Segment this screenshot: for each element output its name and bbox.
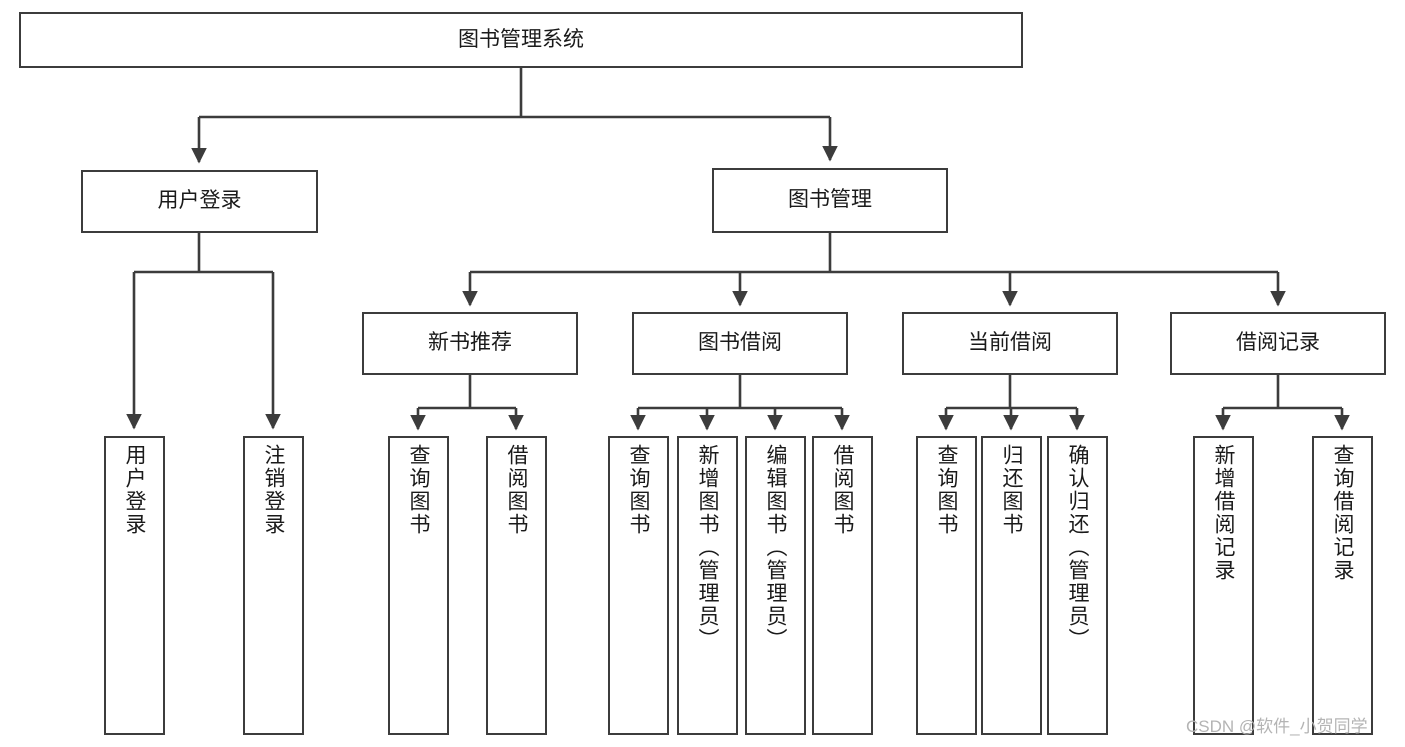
node-label: 用户登录: [123, 444, 146, 536]
leaf-query-book-borrow[interactable]: 查询图书: [608, 436, 669, 735]
leaf-confirm-return-admin[interactable]: 确认归还（管理员）: [1047, 436, 1108, 735]
node-root-system[interactable]: 图书管理系统: [19, 12, 1023, 68]
node-label: 图书管理系统: [458, 27, 584, 51]
leaf-logout[interactable]: 注销登录: [243, 436, 304, 735]
node-new-book-recommend[interactable]: 新书推荐: [362, 312, 578, 375]
node-label: 查询图书: [627, 444, 650, 536]
leaf-add-borrow-record[interactable]: 新增借阅记录: [1193, 436, 1254, 735]
node-label: 新增借阅记录: [1212, 444, 1235, 582]
node-label: 新书推荐: [428, 331, 512, 355]
node-label: 图书借阅: [698, 331, 782, 355]
leaf-query-book-new[interactable]: 查询图书: [388, 436, 449, 735]
node-label: 借阅记录: [1236, 331, 1320, 355]
node-label: 新增图书（管理员）: [696, 444, 719, 651]
leaf-query-book-current[interactable]: 查询图书: [916, 436, 977, 735]
node-label: 编辑图书（管理员）: [764, 444, 787, 651]
node-label: 图书管理: [788, 188, 872, 212]
node-book-manage[interactable]: 图书管理: [712, 168, 948, 233]
node-label: 借阅图书: [505, 444, 528, 536]
node-label: 注销登录: [262, 444, 285, 536]
node-user-login[interactable]: 用户登录: [81, 170, 318, 233]
leaf-user-login[interactable]: 用户登录: [104, 436, 165, 735]
csdn-watermark: CSDN @软件_小贺同学: [1186, 717, 1368, 736]
leaf-add-book-admin[interactable]: 新增图书（管理员）: [677, 436, 738, 735]
node-label: 借阅图书: [831, 444, 854, 536]
node-label: 查询借阅记录: [1331, 444, 1354, 582]
node-label: 查询图书: [935, 444, 958, 536]
node-label: 当前借阅: [968, 331, 1052, 355]
node-borrow-record[interactable]: 借阅记录: [1170, 312, 1386, 375]
node-label: 用户登录: [157, 189, 242, 213]
node-label: 归还图书: [1000, 444, 1023, 536]
leaf-return-book[interactable]: 归还图书: [981, 436, 1042, 735]
node-current-borrow[interactable]: 当前借阅: [902, 312, 1118, 375]
leaf-borrow-book[interactable]: 借阅图书: [812, 436, 873, 735]
node-label: 查询图书: [407, 444, 430, 536]
leaf-edit-book-admin[interactable]: 编辑图书（管理员）: [745, 436, 806, 735]
node-book-borrow[interactable]: 图书借阅: [632, 312, 848, 375]
leaf-borrow-book-new[interactable]: 借阅图书: [486, 436, 547, 735]
leaf-query-borrow-record[interactable]: 查询借阅记录: [1312, 436, 1373, 735]
node-label: 确认归还（管理员）: [1066, 444, 1089, 651]
